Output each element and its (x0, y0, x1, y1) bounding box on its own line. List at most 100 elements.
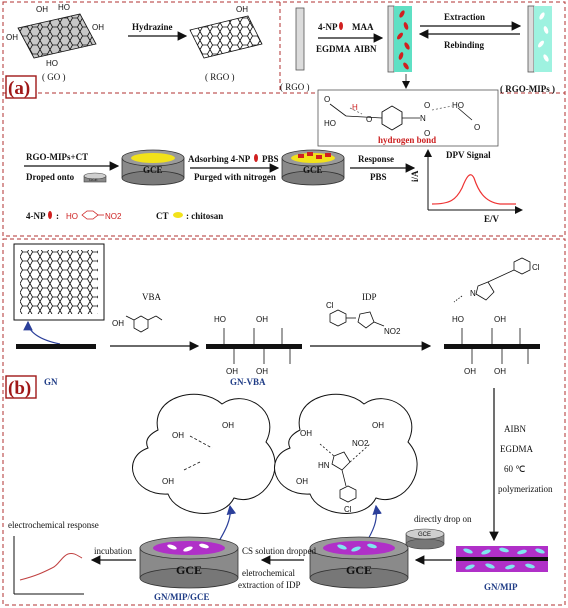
egdma-label: EGDMA (316, 44, 351, 54)
poly-label: polymerization (498, 484, 553, 494)
rebinding-label: Rebinding (444, 40, 485, 50)
rgo-oh: OH (236, 5, 248, 14)
cavity-2-oh-3: OH (296, 477, 308, 486)
legend-ct-text: : chitosan (186, 211, 223, 221)
rgo-caption-1: ( RGO ) (205, 72, 235, 82)
dpv-xlabel: E/V (484, 214, 500, 224)
gn-pointer (23, 320, 61, 345)
gn-vba-oh-4: OH (256, 367, 268, 376)
gn-mip-film (456, 546, 548, 572)
droped-onto-label: Droped onto (26, 172, 75, 182)
aibn-label: AIBN (354, 44, 377, 54)
dpv-curve (431, 174, 516, 205)
go-oh-4: OH (92, 23, 104, 32)
gn-vba-oh-2: OH (256, 315, 268, 324)
cavity-2-oh-1: OH (300, 429, 312, 438)
idp-structure (329, 309, 385, 329)
small-gce-a (83, 172, 107, 183)
gn-vba-structure (206, 328, 302, 364)
inset-n: N (420, 114, 426, 123)
np4-template-icon (339, 22, 343, 30)
panel-b-label-box (5, 375, 37, 399)
vba-label: VBA (142, 292, 162, 302)
panel-a-frame (2, 1, 566, 237)
directly-drop-label: directly drop on (414, 514, 472, 524)
gce-electrode-b1 (139, 536, 239, 589)
go-sheet (17, 13, 97, 59)
small-gce-a-label: GCE (89, 177, 98, 182)
cavity-2-no2: NO2 (352, 439, 369, 448)
gce-electrode-a2 (281, 149, 345, 186)
poly-egdma: EGDMA (500, 444, 533, 454)
imprinted-film (387, 5, 412, 73)
legend-ct-icon (173, 212, 183, 218)
complex-oh-3: OH (464, 367, 476, 376)
rgo-mips-film (527, 5, 552, 73)
hydrogen-bond-label: hydrogen bond (378, 135, 436, 145)
response-pbs-label: PBS (370, 172, 387, 182)
legend-np-no2: NO2 (105, 212, 122, 221)
gce-b2-label: GCE (346, 563, 372, 577)
rgo-mips-ct-label: RGO-MIPs+CT (26, 152, 88, 162)
complex-oh-2: OH (494, 315, 506, 324)
incubation-label: incubation (94, 546, 132, 556)
rgo-mips-caption: ( RGO-MIPs ) (500, 84, 555, 94)
extraction-idp-label-1: eletrochemical (242, 568, 295, 578)
inset-h: H (352, 103, 358, 112)
panel-a-label-box (5, 75, 37, 99)
cavity-1-oh-1: OH (172, 431, 184, 440)
vba-oh: OH (112, 319, 124, 328)
gn-vba-caption: GN-VBA (230, 377, 266, 387)
cavity-blob-1 (132, 393, 276, 514)
gn-mip-gce-caption: GN/MIP/GCE (154, 592, 210, 602)
legend-np-colon: : (56, 211, 59, 221)
cavity-2-cl: Cl (344, 505, 352, 514)
gn-structure (20, 250, 98, 314)
go-oh-5: HO (46, 59, 58, 68)
extraction-idp-label-2: extraction of IDP (238, 580, 300, 590)
gce-a1-label: GCE (143, 165, 163, 175)
legend-np-icon (48, 211, 52, 219)
adsorbing-template-icon (254, 154, 258, 162)
inset-ho2: HO (452, 101, 464, 110)
go-oh-2: HO (58, 3, 70, 12)
legend-np-ring (81, 210, 99, 220)
adsorbing-pbs-label: PBS (262, 154, 279, 164)
cs-dropped-label: CS solution dropped (242, 546, 317, 556)
poly-temp: 60 ℃ (504, 464, 525, 474)
cavity-1-oh-3: OH (162, 477, 174, 486)
gn-vba-oh-3: OH (226, 367, 238, 376)
gce-electrode-b2 (309, 536, 409, 589)
response-label: Response (358, 154, 394, 164)
inset-o4: O (424, 129, 430, 138)
poly-aibn: AIBN (504, 424, 526, 434)
panel-b-label: (b) (8, 378, 31, 399)
extraction-label: Extraction (444, 12, 485, 22)
gce-electrode-a1 (121, 149, 185, 186)
complex-n: N (470, 289, 476, 298)
hydrazine-label: Hydrazine (132, 22, 173, 32)
gn-sheet (16, 344, 96, 349)
idp-label: IDP (362, 292, 377, 302)
dpv-title: DPV Signal (446, 150, 491, 160)
complex-oh-4: OH (494, 367, 506, 376)
go-oh-1: OH (36, 5, 48, 14)
vba-structure (125, 315, 163, 333)
maa-label: MAA (352, 22, 374, 32)
complex-oh-1: HO (452, 315, 464, 324)
panel-b-frame (2, 238, 566, 606)
inset-o5: O (474, 123, 480, 132)
cavity-1-dash-2 (183, 461, 201, 471)
adsorbing-label: Adsorbing 4-NP (188, 154, 251, 164)
idp-cl: Cl (326, 301, 334, 310)
gn-mip-caption: GN/MIP (484, 582, 518, 592)
idp-no2: NO2 (384, 327, 401, 336)
cavity-blob-2 (274, 393, 418, 514)
cavity-2-oh-2: OH (372, 421, 384, 430)
cavity-1-dash-1 (189, 435, 213, 449)
cavity-1-oh-2: OH (222, 421, 234, 430)
dpv-ylabel: i/A (410, 170, 420, 182)
legend-np-label: 4-NP (26, 211, 46, 221)
bound-idp (319, 443, 371, 503)
panel-a-label: (a) (8, 78, 30, 99)
